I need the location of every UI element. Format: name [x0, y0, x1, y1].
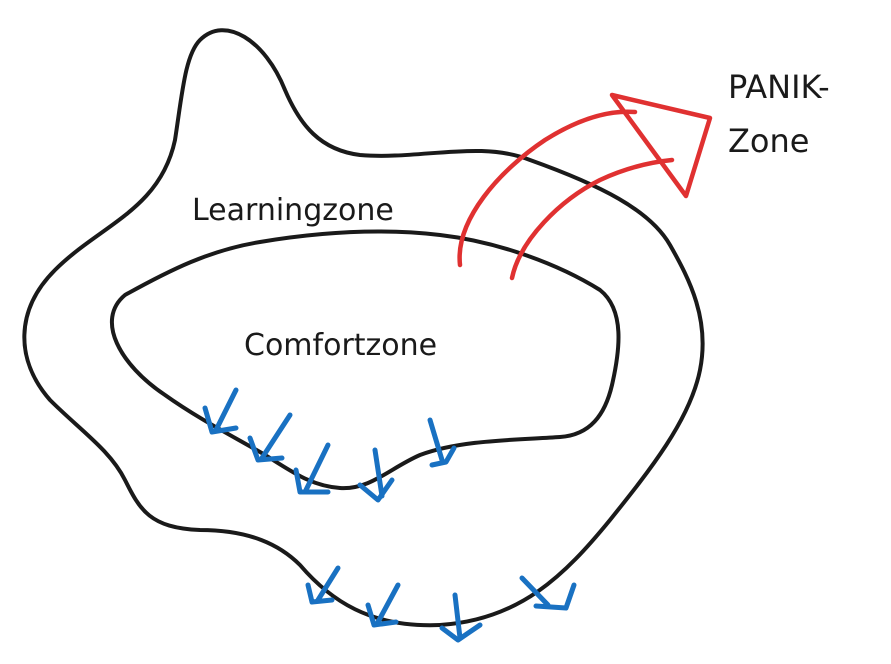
panic-arrow-right-stroke: [509, 157, 675, 281]
growth-arrow: [202, 387, 239, 435]
growth-arrow: [357, 447, 395, 503]
growth-arrows-inner: [202, 387, 457, 503]
growth-arrow: [365, 582, 401, 628]
panic-arrow-left-stroke: [457, 109, 638, 268]
comfort-zone-label: Comfortzone: [244, 328, 437, 363]
comfort-zone-boundary: [109, 229, 621, 491]
learning-zone-boundary: [22, 28, 705, 628]
growth-arrows-outer: [305, 565, 577, 643]
growth-arrow: [293, 442, 331, 495]
panic-zone-label-line1: PANIK-: [728, 68, 830, 106]
growth-arrow: [427, 417, 457, 468]
panic-arrow: [457, 92, 713, 281]
learning-zone-label: Learningzone: [192, 193, 394, 228]
growth-arrow: [247, 412, 293, 463]
growth-arrow: [305, 565, 341, 605]
panic-arrow-head: [609, 92, 713, 199]
growth-arrow: [519, 575, 577, 611]
panic-zone-label-line2: Zone: [728, 122, 809, 160]
growth-arrow: [439, 592, 483, 643]
